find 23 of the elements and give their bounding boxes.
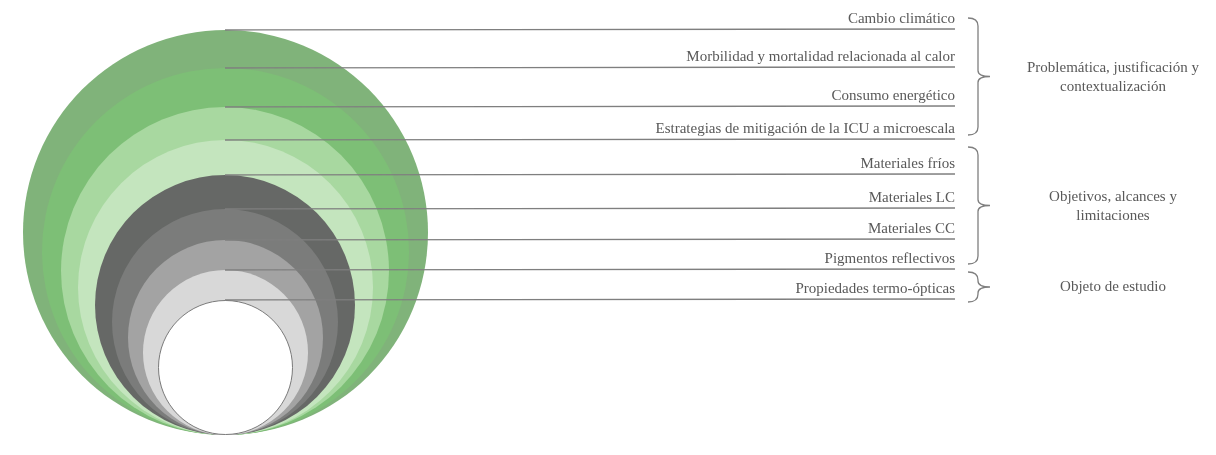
ring-circle — [142, 270, 308, 435]
ring-label: Consumo energético — [831, 86, 955, 104]
ring-label: Cambio climático — [847, 9, 955, 27]
leader-line — [224, 105, 956, 108]
ring-label: Materiales fríos — [860, 154, 955, 172]
ring-label: Materiales LC — [868, 188, 955, 206]
leader-line — [224, 298, 956, 301]
group-label: Objeto de estudio — [1059, 277, 1167, 296]
leader-line — [224, 138, 956, 141]
ring-label: Pigmentos reflectivos — [824, 249, 955, 267]
ring-circle — [157, 300, 293, 435]
leader-line — [224, 66, 956, 69]
leader-line — [224, 268, 956, 271]
leader-line — [224, 207, 956, 210]
leader-line — [224, 173, 956, 176]
group-label: Objetivos, alcances y limitaciones — [1048, 186, 1178, 225]
ring-label: Materiales CC — [867, 219, 955, 237]
group-label: Problemática, justificación y contextualización — [1026, 57, 1200, 96]
leader-line — [224, 238, 956, 241]
ring-label: Estrategias de mitigación de la ICU a microescala — [655, 119, 955, 137]
leader-line — [224, 28, 956, 31]
ring-label: Morbilidad y mortalidad relacionada al calor — [686, 47, 955, 65]
ring-label: Propiedades termo-ópticas — [795, 279, 955, 297]
